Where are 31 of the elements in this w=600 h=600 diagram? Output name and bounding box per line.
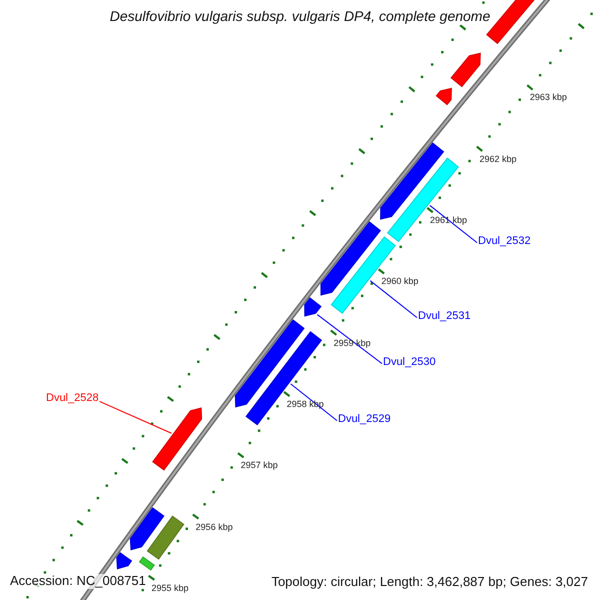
- leader-line: [316, 314, 382, 364]
- gene-feature-pointed: [304, 297, 322, 317]
- gene-feature: [246, 331, 322, 426]
- gene-feature-pointed: [234, 319, 305, 408]
- tick-label: 2960 kbp: [381, 276, 418, 287]
- gene-label: Dvul_2528: [46, 392, 99, 405]
- tick-label: 2962 kbp: [480, 154, 517, 164]
- tick-label: 2956 kbp: [196, 522, 233, 532]
- gene-feature-pointed: [450, 52, 481, 88]
- genome-info-text: Topology: circular; Length: 3,462,887 bp; Genes: 3,027: [269, 575, 590, 590]
- leader-line: [370, 280, 418, 318]
- gene-label: Dvul_2530: [383, 356, 436, 369]
- gene-feature: [138, 556, 155, 571]
- gene-label: Dvul_2531: [418, 310, 471, 323]
- tick-label: 2955 kbp: [151, 582, 189, 594]
- accession-text: Accession: NC_008751: [8, 574, 148, 589]
- gene-feature: [146, 516, 184, 560]
- leader-line: [290, 383, 338, 422]
- tick-label: 2961 kbp: [430, 215, 468, 226]
- tick-label: 2959 kbp: [334, 338, 371, 348]
- gene-feature-pointed: [320, 221, 382, 296]
- tick-label: 2957 kbp: [240, 460, 278, 471]
- gene-feature-pointed: [436, 88, 452, 106]
- leader-line: [99, 400, 172, 434]
- gene-feature-pointed: [116, 552, 132, 570]
- leader-line: [429, 204, 478, 244]
- gene-label: Dvul_2529: [338, 413, 391, 426]
- gene-feature-pointed: [152, 407, 202, 471]
- gene-feature-pointed: [130, 507, 164, 550]
- gene-label: Dvul_2532: [478, 235, 531, 248]
- tick-label: 2963 kbp: [530, 92, 567, 103]
